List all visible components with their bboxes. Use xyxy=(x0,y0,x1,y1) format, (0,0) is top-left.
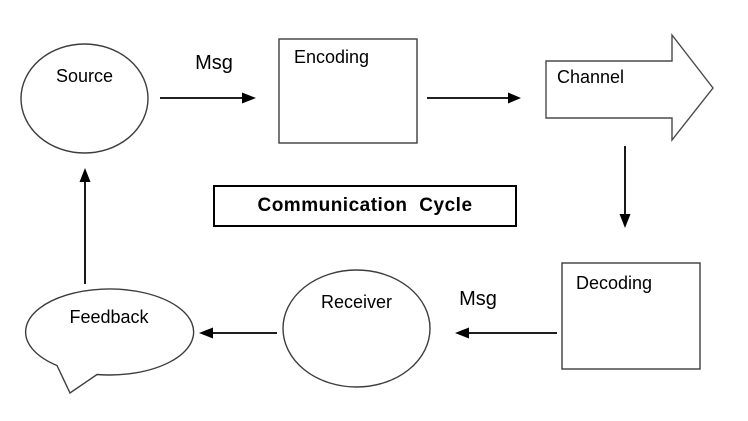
arrow-feedback-to-source xyxy=(79,168,91,284)
msg-label-top: Msg xyxy=(195,52,233,74)
feedback-label: Feedback xyxy=(69,307,149,327)
arrow-source-to-encoding xyxy=(160,92,256,104)
decoding-box xyxy=(561,262,701,370)
msg-label-bottom: Msg xyxy=(459,288,497,310)
channel-label: Channel xyxy=(557,67,625,87)
arrow-channel-to-decoding xyxy=(619,146,631,228)
source-label: Source xyxy=(55,66,114,86)
arrow-receiver-to-feedback xyxy=(199,327,277,339)
diagram-title-box: Communication Cycle xyxy=(213,185,517,227)
arrow-encoding-to-channel xyxy=(427,92,521,104)
feedback-speech-bubble xyxy=(24,288,195,395)
arrow-decoding-to-receiver xyxy=(455,327,557,339)
receiver-label: Receiver xyxy=(320,292,393,312)
diagram-title: Communication Cycle xyxy=(257,195,473,216)
receiver-ellipse xyxy=(282,269,431,388)
decoding-label: Decoding xyxy=(576,273,653,293)
source-ellipse xyxy=(20,43,149,154)
encoding-box xyxy=(278,38,418,144)
encoding-label: Encoding xyxy=(294,47,370,67)
channel-block-arrow xyxy=(545,32,714,143)
